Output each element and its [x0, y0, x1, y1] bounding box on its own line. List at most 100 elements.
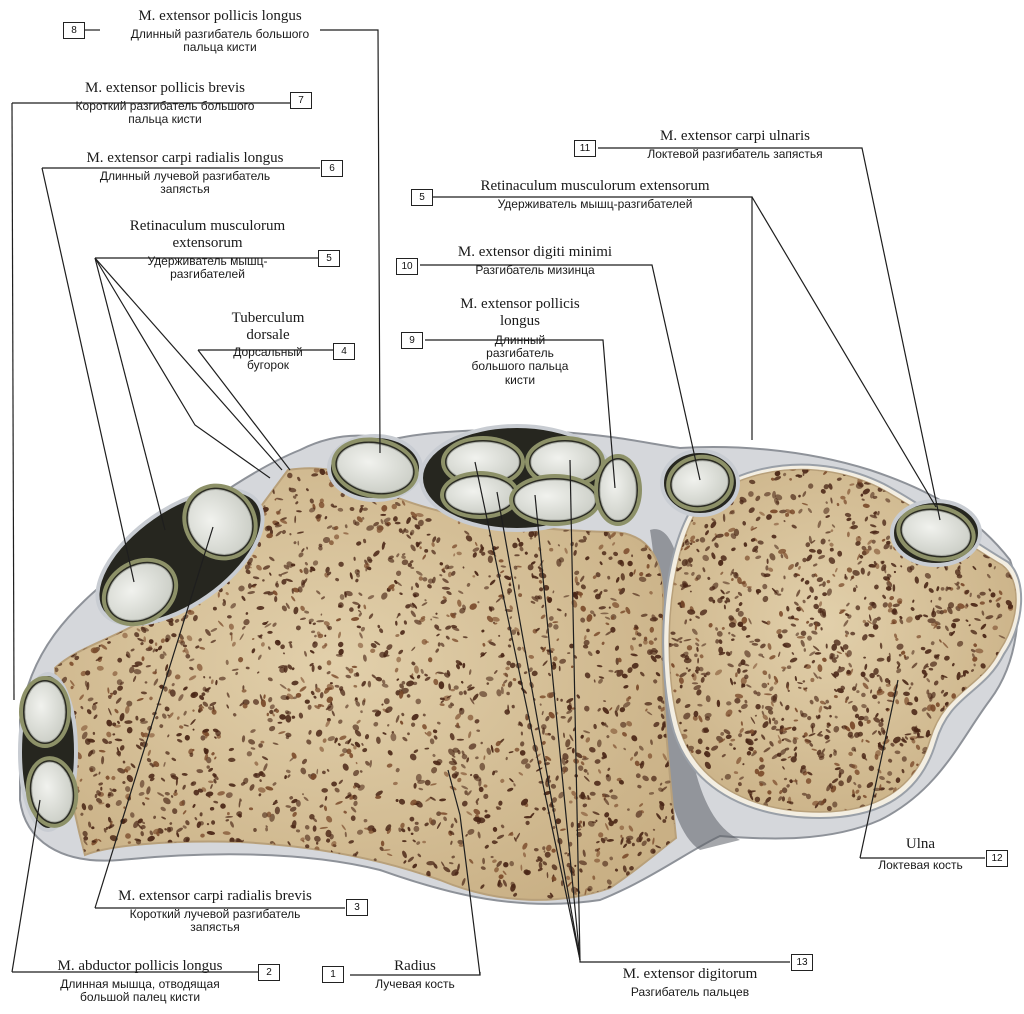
bone-pore [1012, 767, 1019, 770]
bone-pore [155, 858, 161, 863]
label-russian: Длинный разгибатель большого пальца кист… [120, 28, 320, 55]
bone-pore [993, 699, 996, 704]
bone-pore [150, 509, 153, 514]
bone-pore [797, 636, 805, 639]
bone-pore [1012, 746, 1020, 754]
bone-pore [246, 880, 250, 884]
bone-pore [945, 462, 950, 467]
bone-pore [52, 542, 60, 548]
bone-pore [663, 888, 670, 894]
bone-pore [1003, 804, 1010, 812]
bone-pore [54, 551, 59, 557]
bone-pore [988, 497, 993, 502]
bone-pore [1019, 625, 1024, 628]
bone-pore [955, 780, 962, 787]
bone-pore [124, 879, 132, 887]
bone-pore [1000, 498, 1004, 502]
bone-pore [1006, 696, 1012, 700]
bone-pore [966, 751, 968, 755]
bone-pore [963, 470, 970, 477]
bone-pore [251, 863, 260, 867]
bone-pore [89, 870, 96, 878]
bone-pore [787, 685, 789, 691]
bone-pore [994, 465, 1002, 471]
bone-pore [1014, 724, 1023, 733]
bone-pore [137, 511, 143, 516]
bone-pore [1009, 793, 1016, 801]
bone-pore [935, 467, 940, 472]
bone-pore [1009, 699, 1013, 704]
bone-pore [999, 723, 1005, 729]
bone-pore [1014, 484, 1022, 491]
tendon [600, 460, 636, 520]
label-number-12: 12 [986, 850, 1008, 867]
bone-pore [120, 880, 124, 883]
bone-pore [321, 788, 328, 793]
bone-pore [984, 457, 987, 460]
bone-pore [594, 859, 600, 863]
bone-pore [296, 879, 304, 887]
bone-pore [76, 590, 84, 598]
label-number-7: 7 [290, 92, 312, 109]
bone-pore [949, 802, 956, 810]
bone-pore [964, 770, 972, 778]
bone-pore [74, 547, 79, 553]
bone-pore [79, 579, 84, 584]
bone-pore [994, 732, 1000, 740]
bone-pore [163, 480, 170, 485]
bone-pore [171, 486, 178, 493]
bone-pore [322, 869, 325, 872]
bone-pore [968, 453, 974, 459]
bone-pore [88, 542, 92, 546]
label-latin: Ulna [858, 836, 983, 853]
bone-pore [130, 862, 135, 868]
bone-pore [232, 879, 236, 884]
bone-pore [84, 586, 87, 591]
bone-pore [167, 869, 171, 872]
bone-pore [1013, 541, 1018, 546]
bone-pore [1001, 788, 1007, 795]
bone-pore [982, 720, 987, 725]
bone-pore [112, 521, 116, 526]
bone-pore [169, 492, 176, 497]
bone-pore [77, 486, 82, 491]
bone-pore [1010, 475, 1012, 479]
label-russian: Удерживатель мышц-разгибателей [143, 255, 273, 282]
bone-pore [928, 453, 932, 458]
bone-pore [88, 482, 94, 489]
bone-pore [969, 739, 977, 744]
bone-pore [949, 459, 951, 461]
bone-pore [824, 735, 829, 740]
bone-pore [861, 693, 866, 697]
bone-pore [333, 881, 339, 886]
label-extensor-pollicis-longus-top: M. extensor pollicis longus Длинный разг… [100, 8, 340, 55]
bone-pore [888, 469, 893, 474]
bone-pore [107, 531, 112, 537]
bone-pore [217, 473, 222, 480]
bone-pore [84, 514, 90, 520]
bone-pore [939, 454, 943, 458]
bone-pore [231, 633, 233, 641]
bone-pore [1013, 509, 1017, 514]
bone-pore [55, 504, 61, 510]
label-extensor-carpi-radialis-brevis: M. extensor carpi radialis brevis Коротк… [85, 888, 345, 935]
bone-pore [987, 743, 994, 751]
bone-pore [1014, 756, 1020, 763]
bone-pore [958, 480, 966, 484]
bone-pore [995, 739, 1003, 747]
bone-pore [199, 858, 202, 864]
bone-pore [931, 472, 936, 474]
bone-pore [64, 542, 68, 548]
label-number-9: 9 [401, 332, 423, 349]
bone-pore [63, 494, 67, 499]
bone-pore [922, 790, 931, 799]
bone-pore [893, 584, 896, 592]
bone-pore [145, 863, 150, 868]
bone-pore [103, 534, 107, 537]
bone-pore [67, 884, 70, 890]
bone-pore [174, 470, 179, 474]
bone-pore [374, 870, 378, 873]
bone-pore [70, 535, 74, 541]
bone-pore [172, 856, 177, 862]
bone-pore [964, 739, 967, 743]
